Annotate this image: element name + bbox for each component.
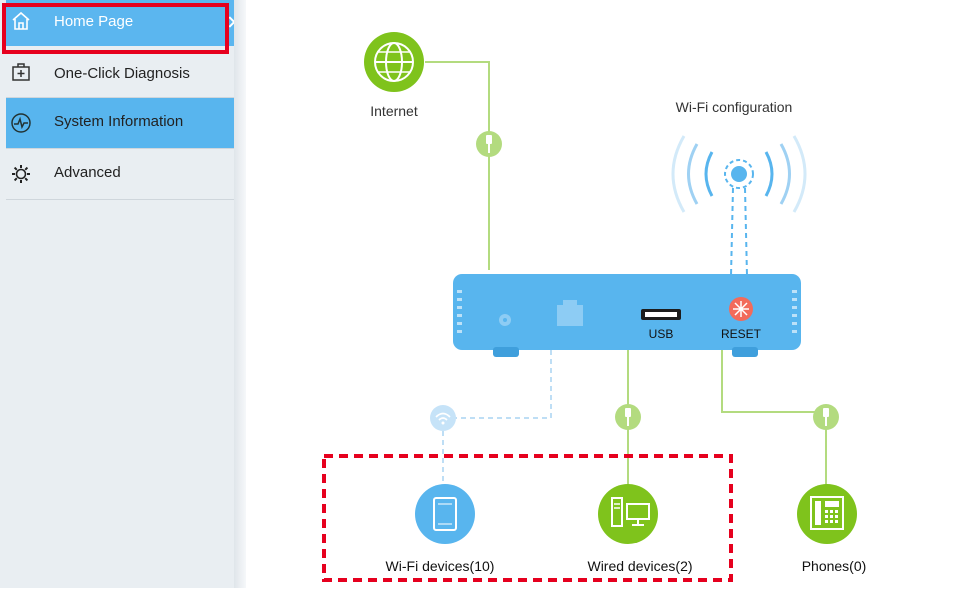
sidebar-item-advanced[interactable]: Advanced [6,149,234,200]
sidebar-item-system-information[interactable]: System Information [6,98,234,149]
sidebar: Home Page One-Click Diagnosis System Inf… [0,0,236,588]
ethernet-port-icon [557,300,583,326]
internet-cable [425,61,490,270]
home-page-highlight [2,3,229,54]
network-topology: Internet Wi-Fi configuration [246,0,969,588]
sidebar-item-home-page[interactable]: Home Page [6,0,236,46]
sidebar-item-one-click-diagnosis[interactable]: One-Click Diagnosis [6,47,234,98]
usb-label: USB [649,327,674,341]
sidebar-item-label: Home Page [54,13,134,30]
router: USB RESET [453,274,801,357]
sidebar-item-label: System Information [54,113,184,130]
wifi-signal-icon [430,405,456,431]
topology-diagram: Internet Wi-Fi configuration [322,32,867,582]
internet-label: Internet [370,103,418,119]
wifi-devices-label[interactable]: Wi-Fi devices(10) [386,558,495,574]
phone-connector-icon [813,404,839,430]
telephone-icon[interactable] [797,484,857,544]
internet-connector-icon [476,131,502,157]
sidebar-item-label: One-Click Diagnosis [54,65,190,82]
gear-icon [12,165,30,183]
phones-label[interactable]: Phones(0) [802,558,867,574]
tablet-icon[interactable] [415,484,475,544]
wifi-configuration-label: Wi-Fi configuration [676,99,793,115]
phone-cable [721,350,827,490]
desktop-computer-icon[interactable] [598,484,658,544]
wired-devices-label[interactable]: Wired devices(2) [587,558,692,574]
reset-label: RESET [721,327,762,341]
pulse-icon [11,113,31,133]
home-icon [12,11,30,30]
wifi-antenna-icon[interactable] [671,135,807,277]
wired-connector-icon [615,404,641,430]
diagnosis-icon [12,63,30,81]
reset-button-icon[interactable] [729,297,753,321]
sidebar-edge [234,0,246,588]
wifi-link [442,350,552,490]
devices-highlight [322,454,733,582]
sidebar-item-label: Advanced [54,164,121,181]
globe-icon [364,32,424,92]
